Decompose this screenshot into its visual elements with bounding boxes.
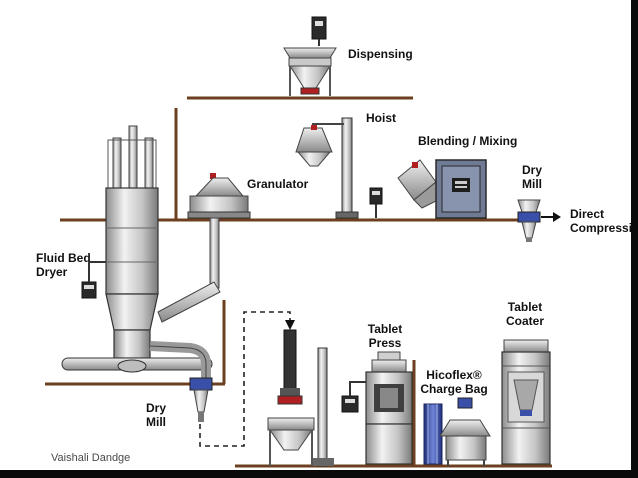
hicoflex-charge-bag [423, 397, 491, 466]
hoist [295, 117, 383, 219]
granulator-bowl [189, 195, 249, 215]
dispensing-hood [283, 47, 337, 59]
bottom-border-bar [0, 470, 638, 478]
tablet-press [341, 351, 413, 465]
label-dry-mill-bottom-line2: Mill [146, 415, 166, 429]
label-dispensing: Dispensing [348, 47, 413, 61]
tablet-coater [501, 339, 551, 465]
label-tablet-coater: Tablet Coater [502, 300, 548, 328]
fluid-bed-upper-body [105, 187, 159, 295]
label-fluid-bed-dryer: Fluid Bed Dryer [36, 251, 91, 279]
fluid-bed-cone [105, 293, 159, 331]
right-border-bar [631, 0, 638, 478]
label-direct-compression-line2: Compressio [570, 221, 638, 235]
label-dry-mill-top-line2: Mill [522, 177, 542, 191]
dispensing-station [283, 16, 337, 96]
label-tablet-press: Tablet Press [364, 322, 406, 350]
dry-mill-top [517, 199, 561, 242]
granulator-dome [194, 177, 245, 197]
hoist-bin [295, 127, 333, 153]
label-blending-mixing: Blending / Mixing [418, 134, 518, 148]
label-direct-compression-line1: Direct [570, 207, 605, 221]
granulator-chute [209, 217, 220, 289]
label-hoist: Hoist [366, 111, 396, 125]
label-tablet-press-line1: Tablet [367, 322, 403, 336]
label-dry-mill-top: Dry Mill [518, 163, 546, 191]
ibc-transfer-column [267, 329, 334, 467]
author-credit: Vaishali Dandge [51, 452, 131, 464]
charge-bag-column [423, 403, 443, 465]
label-granulator: Granulator [247, 177, 309, 191]
granulator [187, 173, 251, 289]
label-fluid-bed-line1: Fluid Bed [36, 251, 91, 265]
label-dry-mill-bottom-line1: Dry [145, 401, 166, 415]
label-fluid-bed-line2: Dryer [36, 265, 68, 279]
fluid-bed-control-panel [81, 281, 97, 299]
blender [397, 159, 487, 219]
fluid-bed-transfer-pipe [157, 281, 221, 323]
label-hicoflex-line1: Hicoflex® [426, 368, 482, 382]
vacuum-transfer-line [199, 311, 291, 447]
dry-mill-bottom [189, 311, 295, 447]
label-dry-mill-bottom: Dry Mill [142, 401, 170, 429]
hoist-mast [341, 117, 353, 219]
label-tablet-coater-line1: Tablet [507, 300, 543, 314]
label-hicoflex-charge-bag: Hicoflex® Charge Bag [418, 368, 490, 396]
label-tablet-press-line2: Press [368, 336, 402, 350]
fluid-bed-dryer [61, 125, 221, 380]
tablet-press-control-panel [341, 395, 359, 413]
dispensing-hopper [289, 65, 331, 89]
label-direct-compression: Direct Compressio [570, 207, 638, 235]
label-hicoflex-line2: Charge Bag [420, 382, 488, 396]
label-dry-mill-top-line1: Dry [521, 163, 542, 177]
dispensing-control-panel [311, 16, 327, 40]
label-tablet-coater-line2: Coater [505, 314, 544, 328]
